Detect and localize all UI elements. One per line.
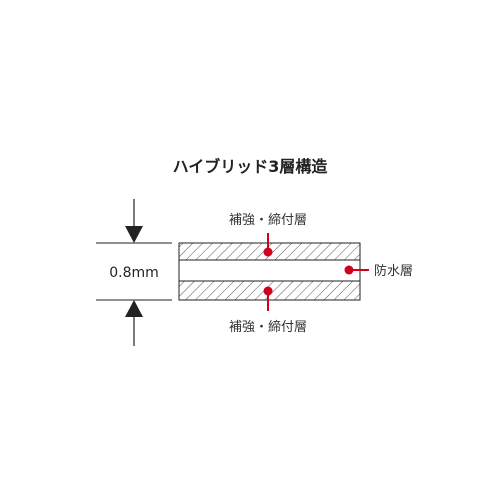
waterproof-layer [178, 259, 361, 282]
bottom-dimension-arrow [125, 300, 143, 346]
top-dimension-arrow [125, 199, 143, 243]
top-layer-marker [263, 233, 273, 257]
middle-layer-marker [344, 265, 369, 275]
thickness-label: 0.8mm [109, 265, 159, 281]
bottom-layer-marker [263, 286, 273, 311]
diagram-title: ハイブリッド3層構造 [173, 157, 329, 176]
top-layer-label: 補強・締付層 [229, 212, 307, 228]
middle-layer-label: 防水層 [374, 263, 413, 279]
bottom-layer-label: 補強・締付層 [229, 319, 307, 335]
